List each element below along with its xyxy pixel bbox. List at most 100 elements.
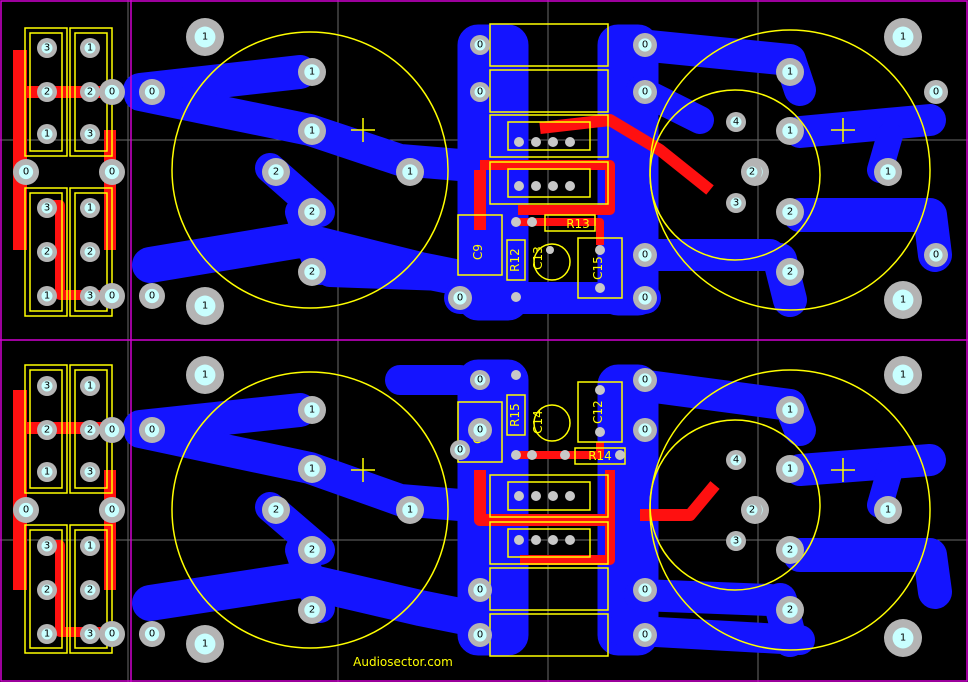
pad-hole [304,602,320,618]
pad-hole [41,128,53,140]
pad-label: 3 [44,43,50,54]
pad-label: 2 [273,505,279,516]
pad-hole [782,602,798,618]
pad-hole [782,264,798,280]
pad-label: 0 [109,629,115,640]
label-cap-b: C14 [531,410,545,434]
pad-hole [638,628,652,642]
label-res-a: R12 [508,248,522,272]
pad-label: 1 [787,126,793,137]
pad-hole [304,123,320,139]
pad-label: 0 [642,250,648,261]
pad-label: 2 [44,585,50,596]
pad-label: 0 [642,293,648,304]
pad-hole [194,295,216,317]
pad-hole [782,204,798,220]
pad-hole [304,402,320,418]
pad-hole [84,628,96,640]
pad-label: 0 [149,291,155,302]
pad-hole [929,85,943,99]
pad-hole [746,166,758,178]
pad-hole [41,380,53,392]
pad-label: 3 [733,198,739,209]
pad-hole [638,248,652,262]
pad-hole [104,422,120,438]
pad-label: 0 [642,87,648,98]
pad-label: 1 [87,203,93,214]
pad-hole [304,542,320,558]
pad-label: 1 [202,370,208,381]
pad-hole [746,504,758,516]
pad-label: 1 [87,541,93,552]
label-cap-b: C13 [531,246,545,270]
component-labels: C9 R12 C13 R13 C15 [471,217,605,280]
pad-label: 1 [202,301,208,312]
pad-label: 0 [933,250,939,261]
pad-hole [782,461,798,477]
pad-hole [18,502,34,518]
pad-hole [638,583,652,597]
pad-label: 0 [477,585,483,596]
pad-label: 0 [933,87,939,98]
pad-label: 2 [87,247,93,258]
pad-label: 1 [202,639,208,650]
pad-hole [473,628,487,642]
pad-label: 1 [87,381,93,392]
pad-hole [268,164,284,180]
pad-label: 2 [309,207,315,218]
pad-hole [892,627,914,649]
pad-label: 2 [87,425,93,436]
pad-label: 1 [787,405,793,416]
pad-label: 2 [787,605,793,616]
pad-label: 0 [477,630,483,641]
label-cap-a: C9 [471,244,485,260]
pad-label: 2 [787,267,793,278]
pad-label: 0 [477,40,483,51]
pad-hole [104,84,120,100]
pad-label: 0 [109,87,115,98]
pad-label: 1 [787,464,793,475]
pad-label: 0 [149,629,155,640]
pad-hole [41,466,53,478]
pad-label: 0 [477,87,483,98]
pad-hole [84,246,96,258]
pad-label: 1 [885,505,891,516]
pad-hole [782,542,798,558]
pad-hole [104,626,120,642]
pad-label: 0 [23,505,29,516]
pad-hole [104,502,120,518]
pad-hole [453,291,467,305]
pad-hole [84,128,96,140]
label-res-b: R13 [566,217,590,231]
pad-label: 1 [407,167,413,178]
pad-hole [41,86,53,98]
pad-label: 2 [787,207,793,218]
pad-label: 3 [87,467,93,478]
pad-label: 0 [149,87,155,98]
pad-hole [104,288,120,304]
pad-hole [84,466,96,478]
label-cap-c: C12 [591,400,605,424]
pad-label: 2 [87,585,93,596]
pad-hole [84,42,96,54]
pad-label: 3 [733,536,739,547]
pad-label: 3 [44,203,50,214]
pad-hole [892,364,914,386]
pad-hole [84,424,96,436]
pad-label: 0 [457,293,463,304]
board-section-top: C9 R12 C13 R13 C15 + + 11122211122242311… [13,18,952,325]
pad-label: 2 [87,87,93,98]
vias [511,370,625,545]
pad-hole [638,291,652,305]
pad-hole [474,374,486,386]
pad-hole [473,423,487,437]
pad-hole [304,461,320,477]
pad-hole [304,64,320,80]
pad-label: 0 [477,425,483,436]
pad-hole [194,364,216,386]
pad-label: 3 [44,381,50,392]
label-cap-c: C15 [591,256,605,280]
pad-label: 3 [44,541,50,552]
